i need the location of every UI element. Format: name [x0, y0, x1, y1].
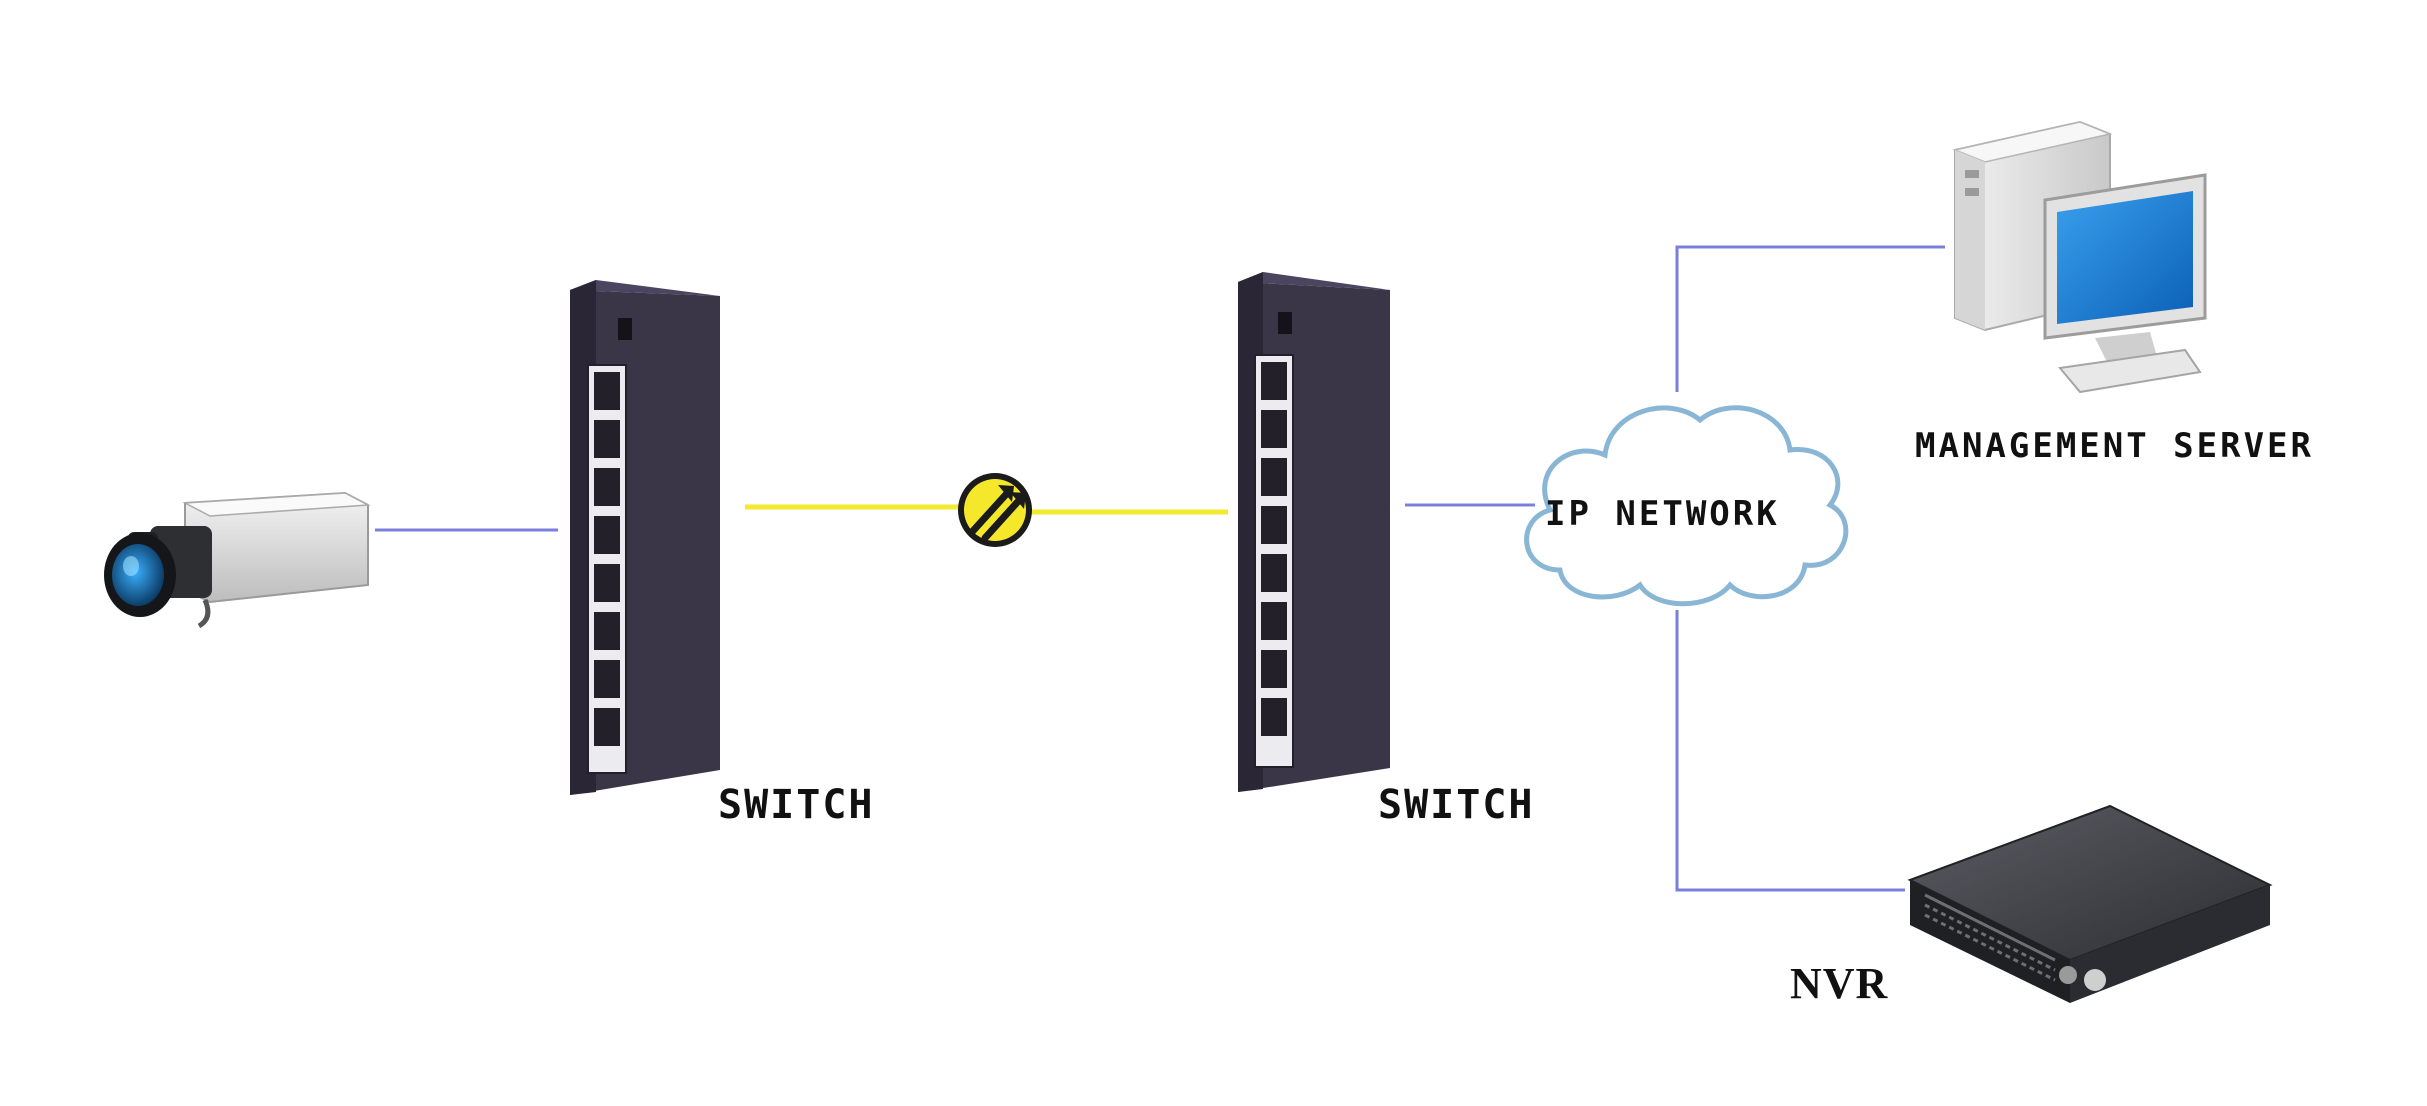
ethernet-links	[375, 245, 1945, 892]
nvr-label: NVR	[1790, 959, 1889, 1008]
cloud-icon	[1524, 405, 1849, 607]
desktop-computer-icon	[1952, 120, 2207, 394]
link-cloud-nvr	[1675, 610, 1905, 892]
nvr-recorder-icon	[1907, 804, 2273, 1003]
ip-camera-icon	[104, 491, 371, 629]
fiber-link	[745, 504, 1228, 515]
switch-1-label: SWITCH	[718, 782, 875, 828]
switch-2-label: SWITCH	[1378, 782, 1535, 828]
media-converter-icon	[958, 473, 1032, 547]
network-switch-icon	[1238, 272, 1390, 792]
network-switch-icon	[570, 280, 720, 795]
server-label: MANAGEMENT SERVER	[1915, 426, 2314, 466]
cloud-label: IP NETWORK	[1545, 494, 1780, 534]
link-cloud-server	[1675, 245, 1945, 392]
